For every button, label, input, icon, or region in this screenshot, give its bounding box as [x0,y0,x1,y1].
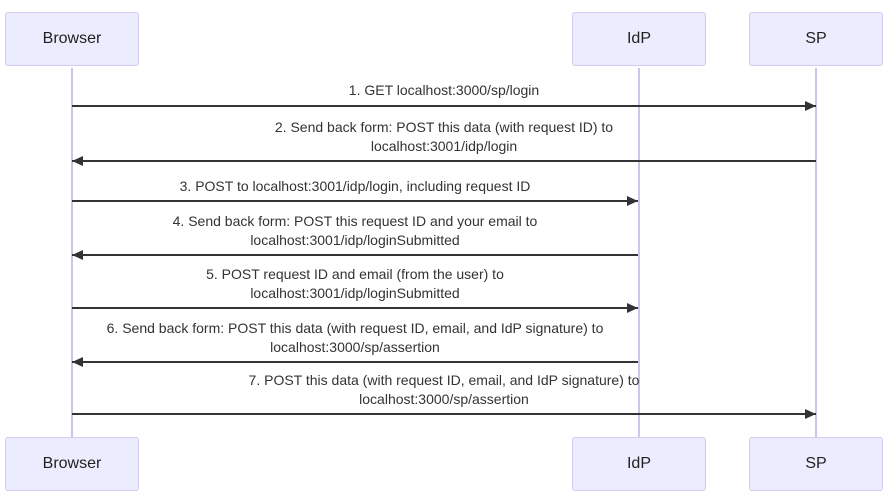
message-7-arrow [72,409,816,419]
actor-idp-bottom: IdP [572,437,706,491]
arrowhead-right-icon [805,409,816,419]
actor-browser-bottom: Browser [5,437,139,491]
message-3-label: 3. POST to localhost:3001/idp/login, inc… [179,178,531,194]
actor-browser-label: Browser [42,30,102,47]
arrowhead-left-icon [72,156,83,166]
actor-idp-top: IdP [572,12,706,66]
message-6-arrow [72,357,638,367]
arrowhead-right-icon [627,303,638,313]
message-4-label: 4. Send back form: POST this request ID … [172,213,538,248]
message-7-label: 7. POST this data (with request ID, emai… [248,372,640,407]
message-5-label: 5. POST request ID and email (from the u… [206,266,504,301]
message-2-label: 2. Send back form: POST this data (with … [274,119,614,154]
arrowhead-left-icon [72,250,83,260]
lifeline-sp [815,68,817,437]
actor-sp-bottom: SP [749,437,883,491]
actor-sp-label: SP [805,30,827,47]
actor-idp-label: IdP [626,455,651,472]
message-3-arrow [72,196,638,206]
arrowhead-left-icon [72,357,83,367]
actor-sp-label: SP [805,455,827,472]
arrowhead-right-icon [805,101,816,111]
message-5-arrow [72,303,638,313]
message-6-label: 6. Send back form: POST this data (with … [106,320,604,355]
actor-sp-top: SP [749,12,883,66]
lifeline-idp [638,68,640,437]
message-1-label: 1. GET localhost:3000/sp/login [348,82,540,98]
actor-browser-label: Browser [42,455,102,472]
message-4-arrow [72,250,638,260]
actor-idp-label: IdP [626,30,651,47]
message-2-arrow [72,156,816,166]
message-1-arrow [72,101,816,111]
arrowhead-right-icon [627,196,638,206]
actor-browser-top: Browser [5,12,139,66]
